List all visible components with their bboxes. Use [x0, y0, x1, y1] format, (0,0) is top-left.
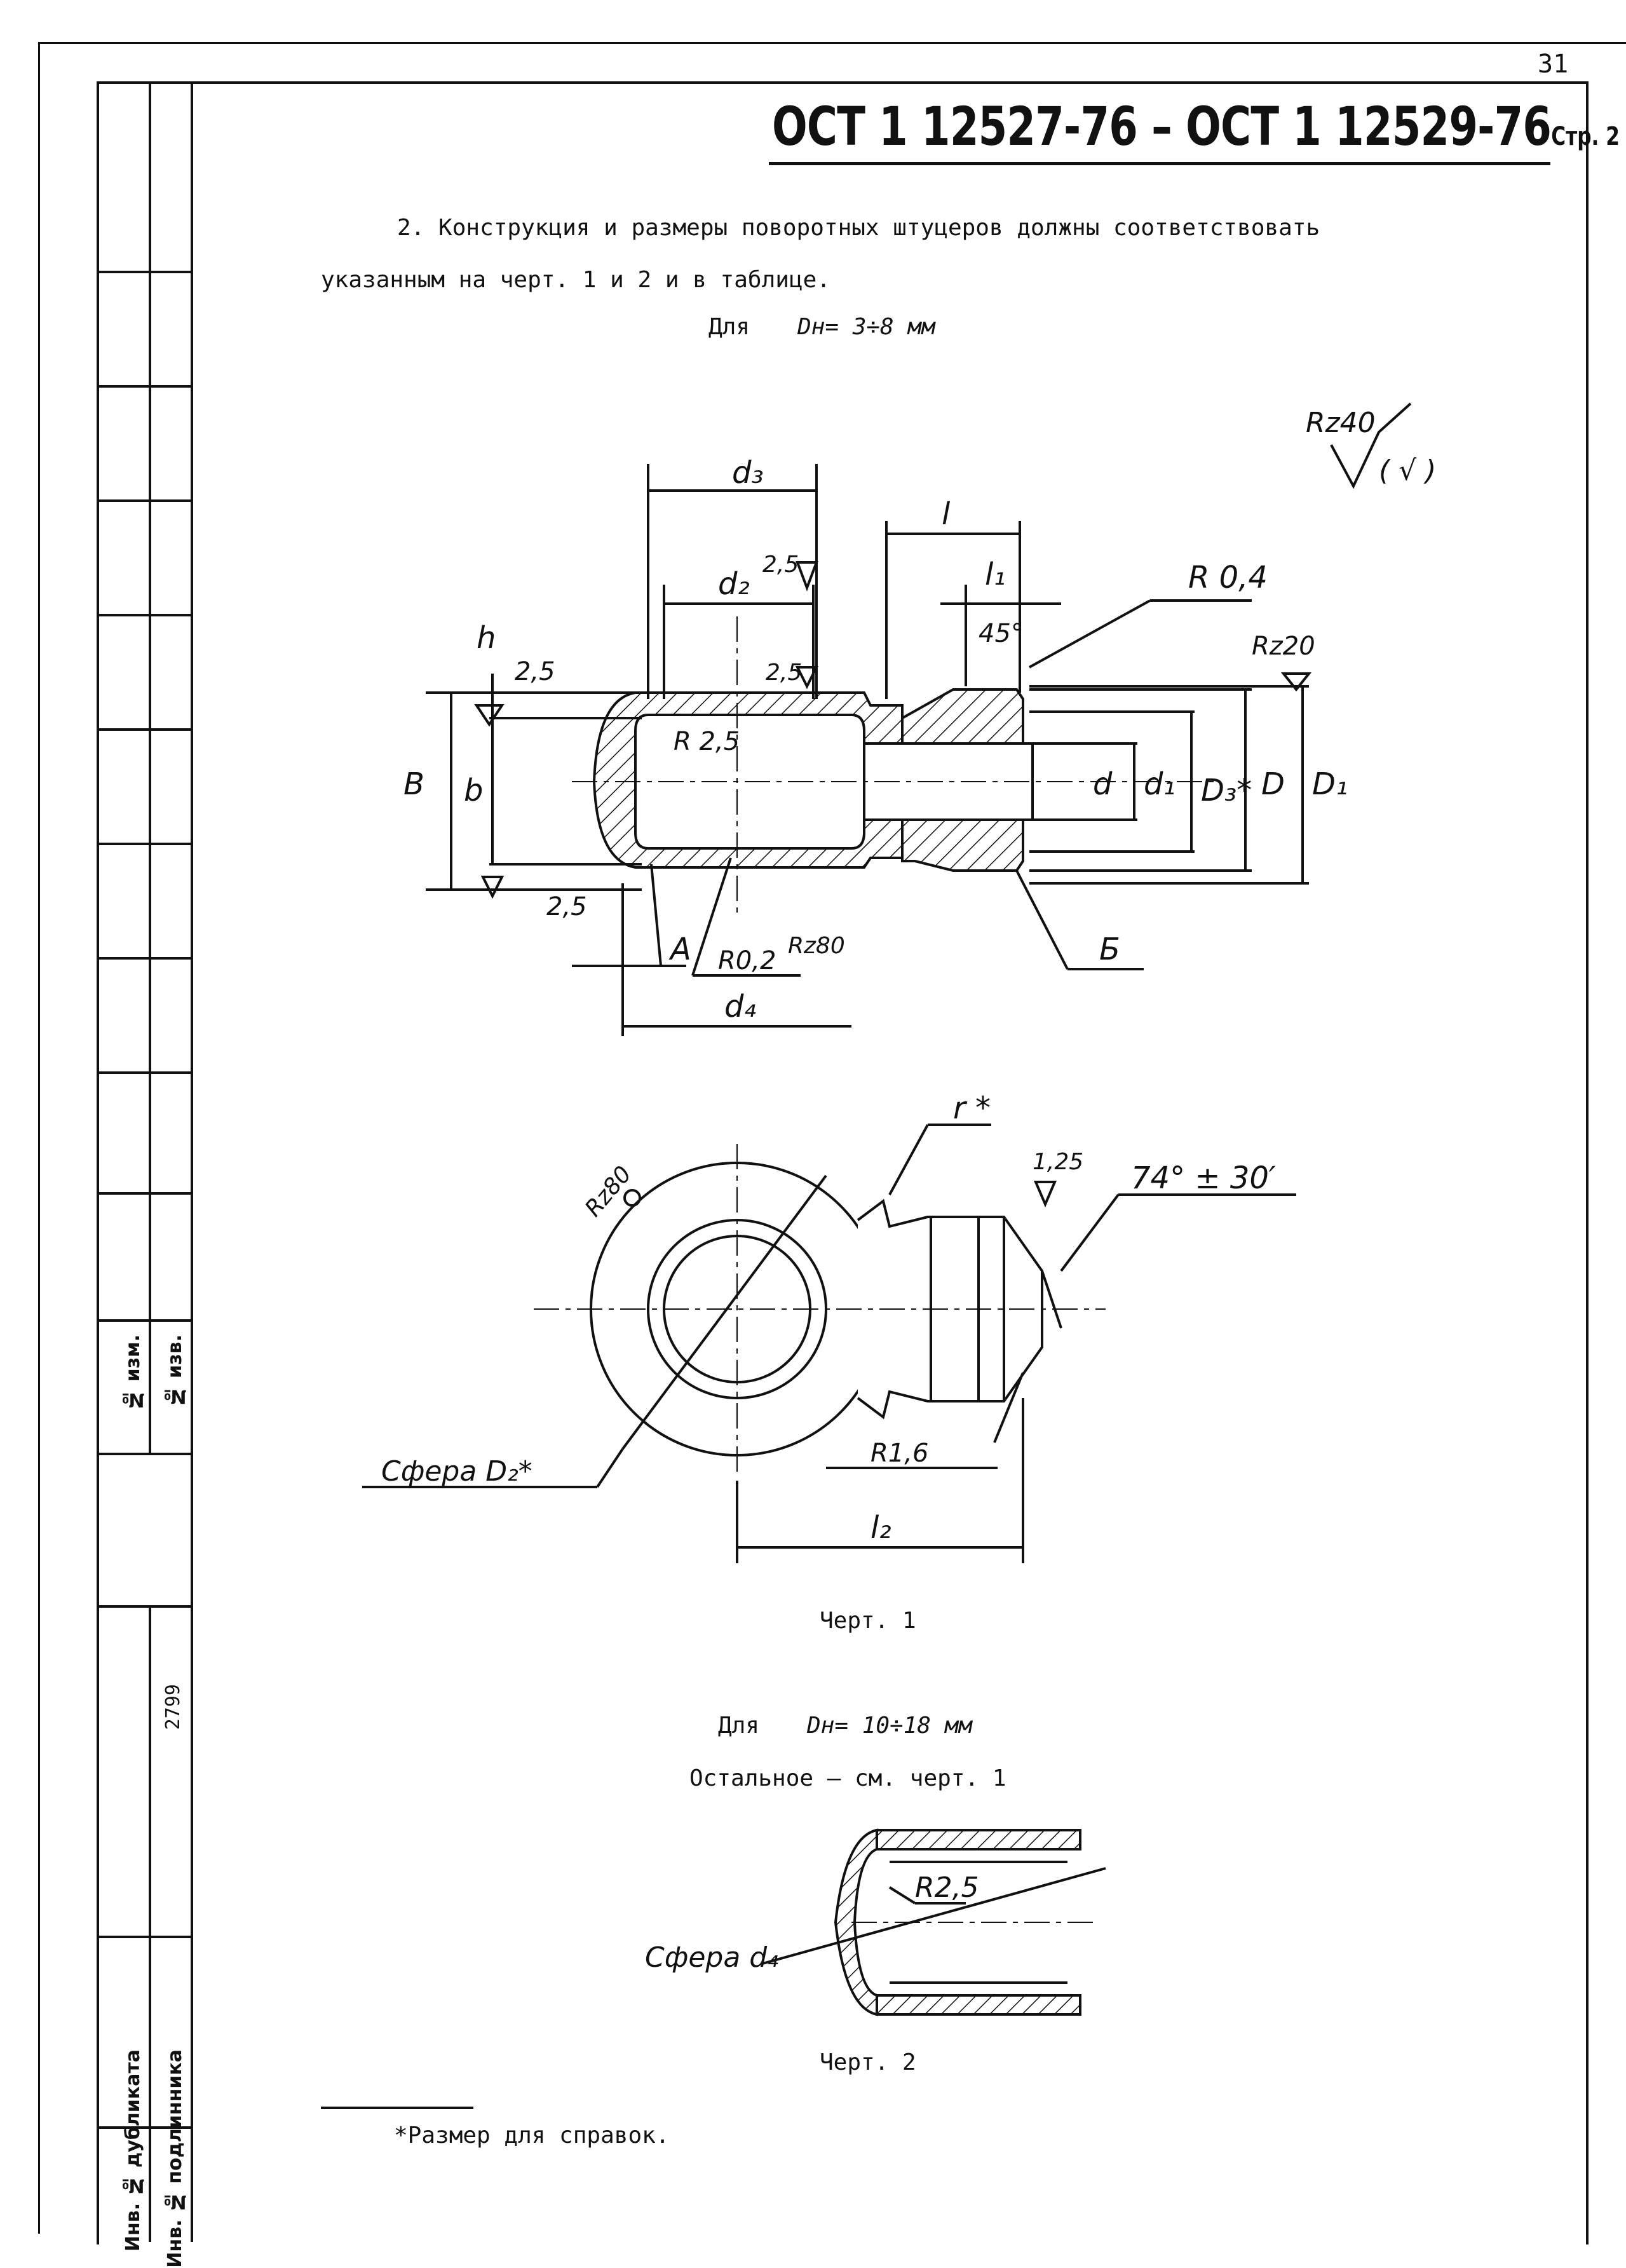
dim-r-star: r *	[953, 1090, 991, 1126]
stamp-column	[97, 81, 193, 2242]
drawing-frame	[97, 81, 1589, 2244]
footnote-rule	[321, 2107, 473, 2109]
doc-header: ОСТ 1 12527-76 – ОСТ 1 12529-76Стр. 2	[772, 95, 1620, 158]
sphere-D2: Сфера D₂*	[381, 1455, 532, 1488]
page-left-rule	[38, 42, 40, 2234]
page-top-rule	[38, 42, 1626, 44]
stamp-no-izm: № изм.	[122, 1334, 144, 1411]
dim-d: d	[1093, 766, 1113, 802]
dim-r25: R 2,5	[674, 727, 740, 756]
label-A: A	[668, 932, 691, 967]
surface-25-c: 2,5	[766, 660, 802, 686]
dim-r02: R0,2	[718, 946, 776, 975]
dim-l: l	[942, 496, 951, 532]
dim-l2: l₂	[871, 1510, 891, 1545]
dim-r25-drawing-2: R2,5	[915, 1871, 979, 1904]
drawing-1-plan: r * Rz80 74° ± 30′ 1,25 R1,6 l₂ Сфера D₂…	[362, 1090, 1296, 1563]
surface-125: 1,25	[1033, 1149, 1083, 1175]
angle-45-label: 45°	[979, 619, 1024, 648]
doc-title: ОСТ 1 12527-76 – ОСТ 1 12529-76	[772, 95, 1552, 158]
drawing-2: R2,5 Сфера d₄	[645, 1828, 1106, 2016]
page-number: 31	[1538, 50, 1569, 79]
angle-74: 74° ± 30′	[1131, 1160, 1276, 1196]
drawing-1-section: d₃ l d₂ l₁ R 0,4 h Rz20 45° 2,5 2,5 2,5 …	[403, 402, 1436, 1036]
rz80-label: Rz80	[788, 933, 845, 959]
dim-l1: l₁	[985, 557, 1006, 592]
label-Be: Б	[1099, 932, 1120, 967]
surface-25-b: 2,5	[762, 552, 799, 578]
surface-symbol-general	[1330, 402, 1412, 489]
stamp-inv-value: 2799	[162, 1684, 184, 1730]
dim-D1: D₁	[1312, 766, 1348, 802]
para-line-1: 2. Конструкция и размеры поворотных штуц…	[397, 215, 1320, 241]
sphere-d4: Сфера d₄	[645, 1941, 778, 1974]
dim-d3: d₃	[732, 455, 764, 491]
dim-d1: d₁	[1144, 766, 1175, 802]
dim-D: D	[1261, 766, 1285, 802]
dim-D3: D₃*	[1201, 773, 1252, 808]
dim-r16: R1,6	[871, 1439, 928, 1468]
dim-d2: d₂	[718, 566, 750, 602]
stamp-inv-dup: Инв. № дубликата	[122, 2049, 144, 2252]
dim-B: B	[403, 766, 424, 802]
stamp-inv-orig: Инв. № подлинника	[164, 2049, 186, 2268]
header-underline	[769, 162, 1550, 165]
rz40-label: Rz40	[1306, 407, 1376, 439]
dim-d4: d₄	[724, 989, 756, 1024]
range-2: Dн= 10÷18 мм	[807, 1713, 973, 1739]
rz40-paren: ( √ )	[1379, 454, 1436, 487]
caption-drawing-2: Черт. 2	[820, 2049, 916, 2075]
surface-25-a: 2,5	[515, 657, 555, 686]
note-rest: Остальное – см. черт. 1	[689, 1765, 1006, 1791]
rz20-label: Rz20	[1252, 632, 1315, 661]
stamp-no-izv: № изв.	[164, 1334, 186, 1408]
dim-r04: R 0,4	[1188, 560, 1268, 595]
for-label-2: Для	[718, 1713, 760, 1739]
para-line-2: указанным на черт. 1 и 2 и в таблице.	[321, 267, 830, 293]
caption-drawing-1: Черт. 1	[820, 1608, 916, 1634]
dim-h: h	[477, 620, 496, 656]
surface-25-d: 2,5	[546, 892, 587, 921]
page-label: Стр. 2	[1551, 122, 1620, 151]
for-label-1: Для	[708, 314, 750, 340]
dim-b: b	[464, 773, 483, 808]
range-1: Dн= 3÷8 мм	[797, 314, 935, 340]
footnote: *Размер для справок.	[394, 2122, 670, 2149]
